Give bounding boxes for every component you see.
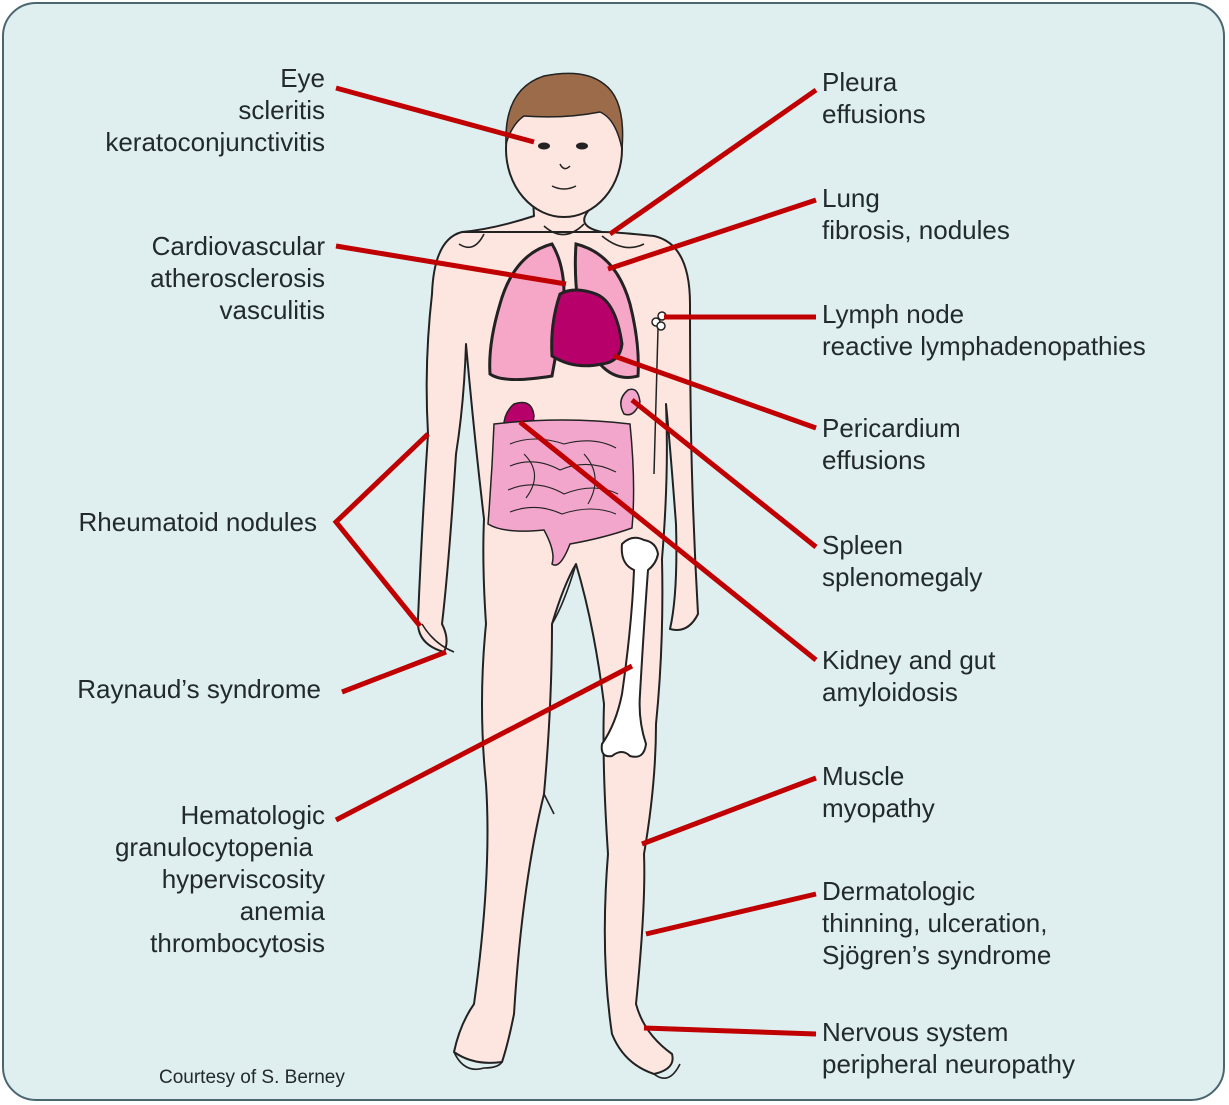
label-hema-line: thrombocytosis <box>115 927 325 959</box>
label-nerve-line: peripheral neuropathy <box>822 1048 1075 1080</box>
label-eye-line: scleritis <box>105 94 325 126</box>
credit-text: Courtesy of S. Berney <box>159 1067 345 1089</box>
label-spleen-title: Spleen <box>822 529 982 561</box>
label-spleen-line: splenomegaly <box>822 561 982 593</box>
label-eye-title: Eye <box>105 62 325 94</box>
label-pericard-line: effusions <box>822 444 961 476</box>
label-derm-line: Sjögren’s syndrome <box>822 939 1051 971</box>
label-raynaud-title: Raynaud’s syndrome <box>77 673 321 705</box>
left-eye <box>538 143 550 150</box>
label-dermatologic: Dermatologic thinning, ulceration, Sjögr… <box>822 875 1051 971</box>
right-eye <box>576 143 588 150</box>
leader-rheum <box>336 434 428 626</box>
label-cardio-title: Cardiovascular <box>150 230 325 262</box>
label-raynaud: Raynaud’s syndrome <box>77 673 321 705</box>
leader-raynaud <box>342 652 446 692</box>
label-cardio-line: vasculitis <box>150 294 325 326</box>
label-hema-line: hyperviscosity <box>115 863 325 895</box>
label-nerve-title: Nervous system <box>822 1016 1075 1048</box>
label-hema-line: anemia <box>115 895 325 927</box>
label-hematologic: Hematologic granulocytopenia hyperviscos… <box>115 799 325 959</box>
label-lymph-node: Lymph node reactive lymphadenopathies <box>822 298 1146 362</box>
leader-nerve <box>644 1028 816 1034</box>
label-lymph-title: Lymph node <box>822 298 1146 330</box>
leader-eye <box>336 88 534 142</box>
label-pleura-line: effusions <box>822 98 926 130</box>
label-kidney-title: Kidney and gut <box>822 644 995 676</box>
label-muscle-line: myopathy <box>822 792 935 824</box>
label-pleura-title: Pleura <box>822 66 926 98</box>
label-lung-title: Lung <box>822 182 1010 214</box>
label-pericardium: Pericardium effusions <box>822 412 961 476</box>
label-muscle: Muscle myopathy <box>822 760 935 824</box>
label-pericard-title: Pericardium <box>822 412 961 444</box>
label-rheum-title: Rheumatoid nodules <box>79 506 318 538</box>
label-muscle-title: Muscle <box>822 760 935 792</box>
label-eye-line: keratoconjunctivitis <box>105 126 325 158</box>
label-lung: Lung fibrosis, nodules <box>822 182 1010 246</box>
label-derm-line: thinning, ulceration, <box>822 907 1051 939</box>
label-cardiovascular: Cardiovascular atherosclerosis vasculiti… <box>150 230 325 326</box>
label-rheumatoid-nodules: Rheumatoid nodules <box>79 506 318 538</box>
label-spleen: Spleen splenomegaly <box>822 529 982 593</box>
label-derm-title: Dermatologic <box>822 875 1051 907</box>
label-hema-title: Hematologic <box>115 799 325 831</box>
label-kidney-gut: Kidney and gut amyloidosis <box>822 644 995 708</box>
label-kidney-line: amyloidosis <box>822 676 995 708</box>
label-cardio-line: atherosclerosis <box>150 262 325 294</box>
label-lung-line: fibrosis, nodules <box>822 214 1010 246</box>
label-hema-line: granulocytopenia <box>115 831 313 863</box>
label-nervous-system: Nervous system peripheral neuropathy <box>822 1016 1075 1080</box>
head <box>506 73 623 217</box>
label-pleura: Pleura effusions <box>822 66 926 130</box>
label-eye: Eye scleritis keratoconjunctivitis <box>105 62 325 158</box>
leader-muscle <box>642 778 816 844</box>
leader-derm <box>646 894 816 934</box>
label-lymph-line: reactive lymphadenopathies <box>822 330 1146 362</box>
